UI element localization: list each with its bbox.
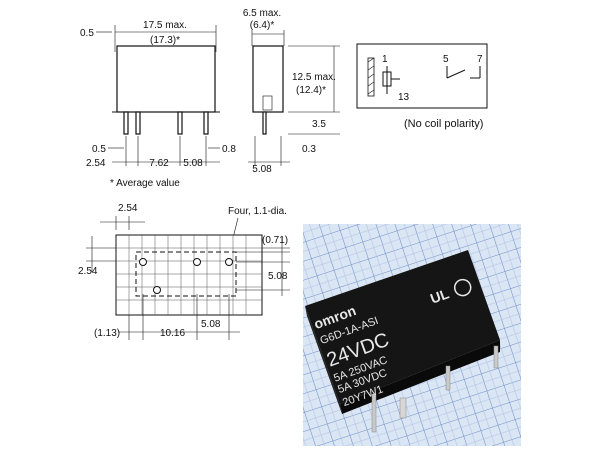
dim-1016-label: 10.16: [160, 328, 185, 339]
width-max-label: 17.5 max.: [143, 20, 187, 31]
pin-thickness-label: 0.8: [222, 144, 236, 155]
relay-body-side: [252, 45, 284, 113]
schematic: 1 13 5 7 (No coil polarity): [356, 43, 488, 130]
front-view: 17.5 max. (17.3)* 0.5 0.5 0.8 2.54 7.62 …: [80, 20, 236, 189]
pin5-label: 5: [443, 54, 449, 65]
pin-front-1: [123, 111, 129, 135]
pin1-label: 1: [382, 54, 388, 65]
pin-photo-4: [399, 397, 407, 419]
hole-label: Four, 1.1-dia.: [228, 206, 287, 217]
depth-avg-label: (6.4)*: [250, 20, 275, 31]
pin-front-2: [135, 111, 141, 135]
relay-body-front: [116, 45, 216, 113]
width-avg-label: (17.3)*: [150, 35, 180, 46]
pin-length-label: 3.5: [312, 119, 326, 130]
grid-pitch-label: 2.54: [118, 203, 138, 214]
pin-side: [262, 111, 267, 135]
pin-photo-1: [371, 393, 377, 433]
depth-max-label: 6.5 max.: [243, 8, 281, 19]
dim-113-label: (1.13): [94, 328, 120, 339]
pin-front-3: [177, 111, 183, 135]
pcb-layout: 2.54 Four, 1.1-dia. (0.71) 5.08: [78, 203, 290, 340]
hole-4: [225, 258, 233, 266]
pin13-label: 13: [398, 92, 410, 103]
pin-width-label: 0.5: [92, 144, 106, 155]
dim-508-v-label: 5.08: [268, 271, 288, 282]
hole-1: [139, 258, 147, 266]
relay-outline: [135, 251, 237, 297]
pin-offset-label: 5.08: [252, 164, 272, 175]
side-view: 6.5 max. (6.4)* 12.5 max. (12.4)* 3.5 0.…: [243, 8, 340, 175]
hole-3: [193, 258, 201, 266]
no-coil-polarity-note: (No coil polarity): [404, 118, 483, 130]
height-avg-label: (12.4)*: [296, 85, 326, 96]
average-footnote: * Average value: [110, 178, 180, 189]
pin-front-4: [203, 111, 209, 135]
relay-body-photo: [305, 250, 500, 404]
relay-photo: omron G6D-1A-ASI 24VDC 5A 250VAC 5A 30VD…: [303, 224, 521, 446]
height-max-label: 12.5 max.: [292, 72, 336, 83]
pin-photo-3: [493, 345, 499, 369]
schematic-frame: [356, 43, 488, 109]
pin-thickness-side-label: 0.3: [302, 144, 316, 155]
offset-left-label: 0.5: [80, 28, 94, 39]
dim-254-label: 2.54: [78, 266, 98, 277]
pcb-grid: [115, 234, 263, 316]
pitch-a-label: 2.54: [86, 158, 106, 169]
pitch-c-label: 5.08: [183, 158, 203, 169]
pitch-b-label: 7.62: [149, 158, 169, 169]
pin-photo-2: [445, 365, 451, 391]
dim-071-label: (0.71): [262, 235, 288, 246]
hole-2: [153, 286, 161, 294]
dim-508-h-label: 5.08: [201, 319, 221, 330]
pin7-label: 7: [477, 54, 483, 65]
ul-mark: UL: [428, 285, 451, 307]
